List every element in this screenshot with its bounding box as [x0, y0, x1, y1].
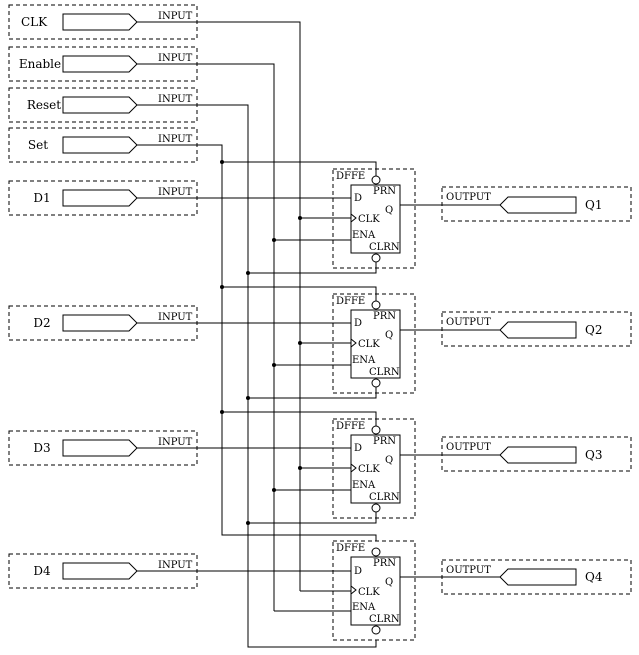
input-type-label: INPUT [158, 53, 193, 64]
output-pin-q1[interactable]: OUTPUT Q1 [441, 186, 632, 222]
pin-ena-label: ENA [352, 355, 376, 366]
input-name: Set [28, 138, 48, 152]
input-type-label: INPUT [158, 560, 193, 571]
input-pin-d4[interactable]: D4 INPUT [8, 553, 198, 589]
ff3-wiring [137, 410, 500, 525]
input-type-label: INPUT [158, 134, 193, 145]
pin-clk-label: CLK [358, 214, 380, 225]
pin-q-label: Q [385, 205, 393, 216]
wire-enable-bus [137, 63, 275, 611]
dffe-3[interactable]: DFFE PRN D Q CLK ENA CLRN [332, 418, 416, 519]
pin-q-label: Q [385, 577, 393, 588]
dffe-type-label: DFFE [336, 171, 365, 182]
input-pin-enable[interactable]: Enable INPUT [8, 46, 198, 82]
pin-clrn-label: CLRN [369, 242, 400, 253]
input-name: D3 [33, 441, 50, 455]
dffe-1[interactable]: DFFE PRN D Q CLK ENA CLRN [332, 168, 416, 269]
pin-prn-label: PRN [373, 558, 396, 569]
pin-ena-label: ENA [352, 230, 376, 241]
pin-q-label: Q [385, 455, 393, 466]
pin-clk-label: CLK [358, 339, 380, 350]
pin-clk-label: CLK [358, 587, 380, 598]
pin-ena-label: ENA [352, 480, 376, 491]
output-pin-q4[interactable]: OUTPUT Q4 [441, 559, 632, 595]
ff4-wiring [137, 570, 500, 612]
input-name: D4 [33, 564, 51, 578]
input-type-label: INPUT [158, 437, 193, 448]
dffe-type-label: DFFE [336, 421, 365, 432]
ff1-wiring [137, 160, 500, 275]
pin-prn-label: PRN [373, 311, 396, 322]
pin-d-label: D [354, 566, 362, 577]
output-type-label: OUTPUT [446, 442, 491, 453]
output-name: Q1 [585, 198, 602, 212]
pin-clrn-label: CLRN [369, 492, 400, 503]
pin-clrn-label: CLRN [369, 367, 400, 378]
input-name: CLK [21, 15, 48, 29]
input-name: Reset [27, 98, 61, 112]
input-pin-set[interactable]: Set INPUT [8, 127, 198, 163]
pin-d-label: D [354, 443, 362, 454]
dffe-4[interactable]: DFFE PRN D Q CLK ENA CLRN [332, 540, 416, 641]
output-type-label: OUTPUT [446, 192, 491, 203]
ff2-wiring [137, 285, 500, 400]
pin-d-label: D [354, 318, 362, 329]
output-pin-q2[interactable]: OUTPUT Q2 [441, 311, 632, 347]
output-name: Q2 [585, 323, 602, 337]
pin-q-label: Q [385, 330, 393, 341]
input-name: D2 [33, 316, 50, 330]
pin-ena-label: ENA [352, 602, 376, 613]
input-type-label: INPUT [158, 187, 193, 198]
pin-prn-label: PRN [373, 436, 396, 447]
wire-set-bus [137, 144, 377, 541]
pin-clrn-label: CLRN [369, 614, 400, 625]
dffe-type-label: DFFE [336, 543, 365, 554]
output-type-label: OUTPUT [446, 317, 491, 328]
wire-clk-bus [137, 21, 301, 591]
input-type-label: INPUT [158, 312, 193, 323]
dffe-type-label: DFFE [336, 296, 365, 307]
pin-prn-label: PRN [373, 186, 396, 197]
input-type-label: INPUT [158, 94, 193, 105]
pin-d-label: D [354, 193, 362, 204]
dffe-2[interactable]: DFFE PRN D Q CLK ENA CLRN [332, 293, 416, 394]
input-name: D1 [33, 191, 50, 205]
pin-clk-label: CLK [358, 464, 380, 475]
output-type-label: OUTPUT [446, 565, 491, 576]
output-pin-q3[interactable]: OUTPUT Q3 [441, 436, 632, 472]
output-name: Q3 [585, 448, 602, 462]
wire-reset-bus [137, 104, 377, 648]
input-pin-clk[interactable]: CLK INPUT [8, 4, 198, 40]
input-name: Enable [19, 57, 61, 71]
output-name: Q4 [585, 570, 603, 584]
input-type-label: INPUT [158, 11, 193, 22]
